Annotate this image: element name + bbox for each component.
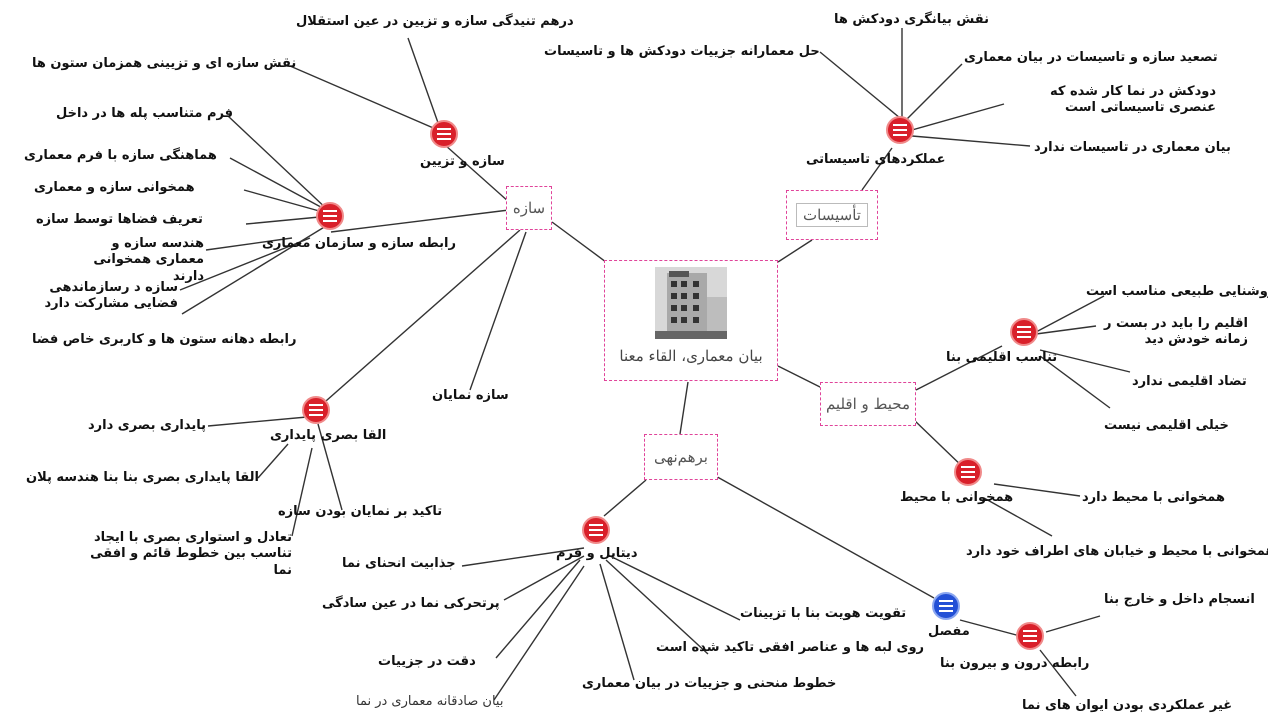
leaf-label: درهم تنیدگی سازه و تزیین در عین استقلال [296, 14, 574, 29]
hub-env-harmony-label: همخوانی با محیط [900, 490, 1014, 505]
category-tectonics-label: برهم‌نهی [654, 448, 708, 466]
leaf-label: فرم متناسب پله ها در داخل [56, 106, 234, 121]
leaf-label: هندسه سازه و معماری همخوانی دارند [93, 236, 204, 284]
category-installations[interactable]: تأسیسات [786, 190, 878, 240]
category-structure-label: سازه [512, 199, 546, 217]
leaf-label: دودکش در نما کار شده که عنصری تاسیساتی ا… [1050, 84, 1216, 116]
category-environment-label: محیط و اقلیم [825, 395, 911, 413]
hub-installation-functions-icon[interactable] [886, 116, 914, 144]
category-installations-label: تأسیسات [796, 203, 868, 227]
hub-structure-decoration-label: سازه و تزیین [420, 154, 505, 169]
hub-structure-org-icon[interactable] [316, 202, 344, 230]
hub-installation-functions-label: عملکردهای تاسیساتی [806, 152, 946, 167]
hub-structure-decoration-icon[interactable] [430, 120, 458, 148]
leaf-label: سازه د رسازماندهی فضایی مشارکت دارد [44, 280, 178, 312]
hub-climate-fit-icon[interactable] [1010, 318, 1038, 346]
category-tectonics[interactable]: برهم‌نهی [644, 434, 718, 480]
leaf-label: تصعید سازه و تاسیسات در بیان معماری [964, 50, 1218, 65]
hub-inside-outside-icon[interactable] [1016, 622, 1044, 650]
leaf-label: جذابیت انحنای نما [342, 556, 456, 571]
hub-joint-label: مفصل [928, 624, 970, 639]
leaf-label: دقت در جزییات [378, 654, 476, 669]
hub-detail-form-label: دیتایل و فرم [556, 546, 638, 561]
hub-detail-form-icon[interactable] [582, 516, 610, 544]
hub-visual-stability-icon[interactable] [302, 396, 330, 424]
hub-joint-icon[interactable] [932, 592, 960, 620]
leaf-label: پایداری بصری دارد [88, 418, 207, 433]
leaf-label: تعریف فضاها توسط سازه [36, 212, 203, 227]
leaf-label: خیلی اقلیمی نیست [1104, 418, 1229, 433]
leaf-label: حل معمارانه جزییات دودکش ها و تاسیسات [544, 44, 820, 59]
leaf-label: تقویت هویت بنا با تزیینات [740, 606, 907, 621]
leaf-label: روشنایی طبیعی مناسب است [1086, 284, 1268, 299]
leaf-label: اقلیم را باید در بست ر زمانه خودش دید [1103, 316, 1248, 348]
leaf-label: تاکید بر نمایان بودن سازه [278, 504, 443, 519]
leaf-label: نقش سازه ای و تزیینی همزمان ستون ها [32, 56, 297, 71]
category-environment[interactable]: محیط و اقلیم [820, 382, 916, 426]
leaf-label: خطوط منحنی و جزییات در بیان معماری [582, 676, 837, 691]
hub-env-harmony-icon[interactable] [954, 458, 982, 486]
leaf-label: همخوانی با محیط دارد [1082, 490, 1226, 505]
hub-visible-structure-label: سازه نمایان [432, 388, 509, 403]
hub-visual-stability-label: القا بصری پایداری [270, 428, 387, 443]
leaf-label: نقش بیانگری دودکش ها [834, 12, 989, 27]
leaf-label: پرتحرکی نما در عین سادگی [322, 596, 500, 611]
category-structure[interactable]: سازه [506, 186, 552, 230]
hub-climate-fit-label: تناسب اقلیمی بنا [946, 350, 1058, 365]
leaf-label: رابطه دهانه ستون ها و کاربری خاص فضا [32, 332, 297, 347]
leaf-label: همخوانی سازه و معماری [34, 180, 195, 195]
leaf-label: تضاد اقلیمی ندارد [1132, 374, 1247, 389]
center-label: بیان معماری، القاء معنا [619, 347, 763, 365]
leaf-label: بیان معماری در تاسیسات ندارد [1034, 140, 1231, 155]
leaf-label: تعادل و استواری بصری با ایجاد تناسب بین … [90, 530, 292, 578]
leaf-label: بیان صادقانه معماری در نما [356, 694, 504, 709]
building-photo [655, 267, 727, 339]
leaf-label: روی لبه ها و عناصر افقی تاکید شده است [656, 640, 925, 655]
leaf-label: القا پایداری بصری بنا بنا هندسه پلان [26, 470, 259, 485]
hub-inside-outside-label: رابطه درون و بیرون بنا [940, 656, 1090, 671]
leaf-label: هماهنگی سازه با فرم معماری [24, 148, 217, 163]
center-node[interactable]: بیان معماری، القاء معنا [604, 260, 778, 381]
leaf-label: انسجام داخل و خارج بنا [1104, 592, 1255, 607]
leaf-label: غیر عملکردی بودن ایوان های نما [1022, 698, 1233, 713]
leaf-label: همخوانی با محیط و خیابان های اطراف خود د… [966, 544, 1268, 559]
hub-structure-org-label: رابطه سازه و سازمان معماری [262, 236, 456, 251]
